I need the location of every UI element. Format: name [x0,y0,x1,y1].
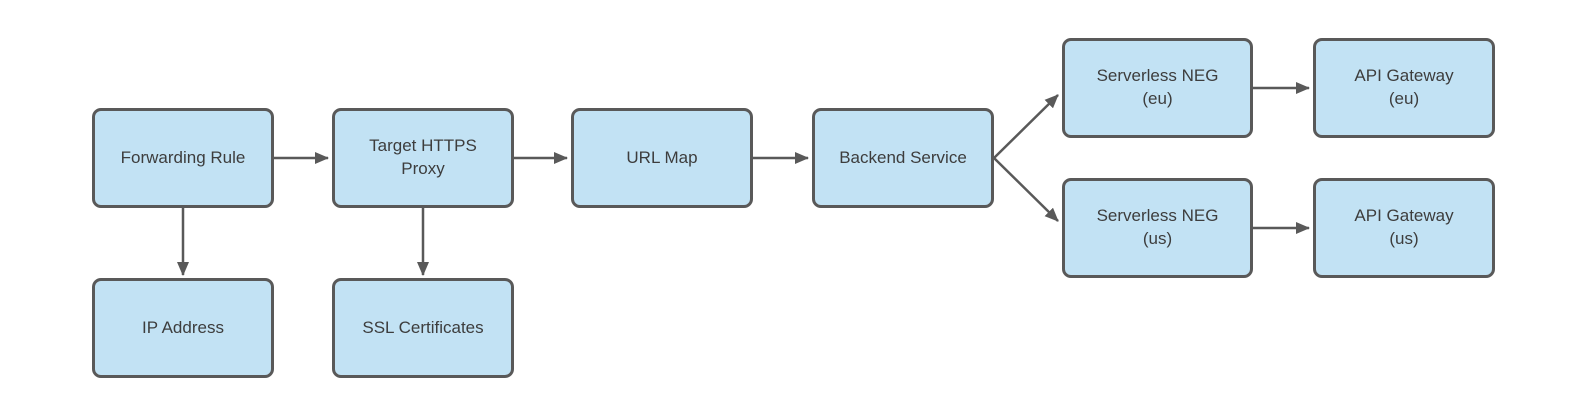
node-backend-service[interactable]: Backend Service [812,108,994,208]
node-label: Serverless NEG (eu) [1096,66,1219,108]
node-label: API Gateway (eu) [1354,66,1454,108]
node-forwarding-rule[interactable]: Forwarding Rule [92,108,274,208]
node-target-https-proxy[interactable]: Target HTTPS Proxy [332,108,514,208]
node-serverless-neg-eu[interactable]: Serverless NEG (eu) [1062,38,1253,138]
node-ip-address[interactable]: IP Address [92,278,274,378]
connector-backend-service-to-serverless-neg-eu [993,94,1059,159]
node-label: Backend Service [839,147,967,167]
node-label: API Gateway (us) [1354,206,1454,248]
node-ssl-certificates[interactable]: SSL Certificates [332,278,514,378]
node-serverless-neg-us[interactable]: Serverless NEG (us) [1062,178,1253,278]
node-label: URL Map [626,147,698,167]
node-api-gateway-eu[interactable]: API Gateway (eu) [1313,38,1495,138]
connector-backend-service-to-serverless-neg-us [993,157,1059,222]
node-label: Target HTTPS Proxy [369,136,477,178]
node-api-gateway-us[interactable]: API Gateway (us) [1313,178,1495,278]
node-label: Forwarding Rule [120,147,246,167]
node-url-map[interactable]: URL Map [571,108,753,208]
node-label: SSL Certificates [362,317,484,337]
node-label: IP Address [142,317,224,337]
node-label: Serverless NEG (us) [1096,206,1219,248]
